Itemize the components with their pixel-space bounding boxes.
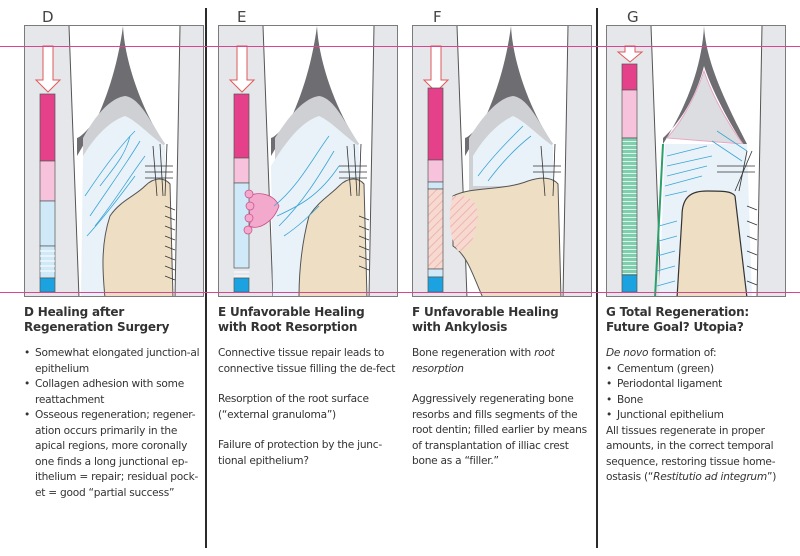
caption-title-f: F Unfavorable Healing with Ankylosis [412,305,559,334]
illustration-panel-f [412,25,592,297]
tissue-bar-e [233,93,255,293]
tooth-illustration-f [422,26,569,296]
paragraph: Failure of protection by the junc-tional… [218,439,382,467]
caption-e: E Unfavorable Healing with Root Resorpti… [218,305,398,484]
paragraph: Connective tissue repair leads to connec… [218,347,396,375]
list-item: Junctional epithelium [606,408,786,424]
list-item: Bone [606,393,786,409]
caption-d: D Healing after Regeneration Surgery Som… [24,305,204,501]
paragraph: Resorption of the root surface (“externa… [218,393,369,421]
illustration-panel-d [24,25,204,297]
tooth-illustration-d [34,26,181,296]
panel-separator [205,8,207,548]
caption-body-e: Connective tissue repair leads to connec… [218,346,398,469]
reference-line-top [0,46,800,47]
list-item: Osseous regeneration; regener-ation occu… [24,408,204,501]
tooth-illustration-g [616,26,763,296]
tissue-bar-g [621,63,638,293]
caption-body-f: Bone regeneration with root resorption A… [412,346,592,470]
paragraph: All tissues regenerate in proper amounts… [606,424,777,484]
caption-title-d: D Healing after Regeneration Surgery [24,305,170,334]
caption-title-e: E Unfavorable Healing with Root Resorpti… [218,305,365,334]
list-item: Somewhat elongated junction-al epitheliu… [24,346,204,377]
panel-letter-d: D [42,8,54,26]
caption-f: F Unfavorable Healing with Ankylosis Bon… [412,305,592,485]
panel-letter-e: E [237,8,247,26]
down-arrow-icon [34,45,62,93]
panel-letter-g: G [627,8,639,26]
illustration-panel-e [218,25,398,297]
reference-line-bottom [0,292,800,293]
illustration-panel-g [606,25,786,297]
tissue-bar-d [39,93,56,293]
paragraph: De novo formation of: [606,347,717,359]
down-arrow-icon [616,45,644,63]
caption-body-g: De novo formation of: Cementum (green) P… [606,346,786,486]
paragraph: Aggressively regenerating bone resorbs a… [412,393,587,467]
caption-body-d: Somewhat elongated junction-al epitheliu… [24,346,204,501]
panel-separator [596,8,598,548]
list-item: Periodontal ligament [606,377,786,393]
tissue-bar-f [427,87,444,293]
panel-letter-f: F [433,8,442,26]
down-arrow-icon [228,45,256,93]
caption-g: G Total Regeneration: Future Goal? Utopi… [606,305,786,486]
paragraph: Bone regeneration with root resorption [412,347,555,375]
list-item: Cementum (green) [606,362,786,378]
tooth-illustration-e [228,26,375,296]
list-item: Collagen adhesion with some reattachment [24,377,204,408]
caption-title-g: G Total Regeneration: Future Goal? Utopi… [606,305,750,334]
down-arrow-icon [422,45,450,93]
